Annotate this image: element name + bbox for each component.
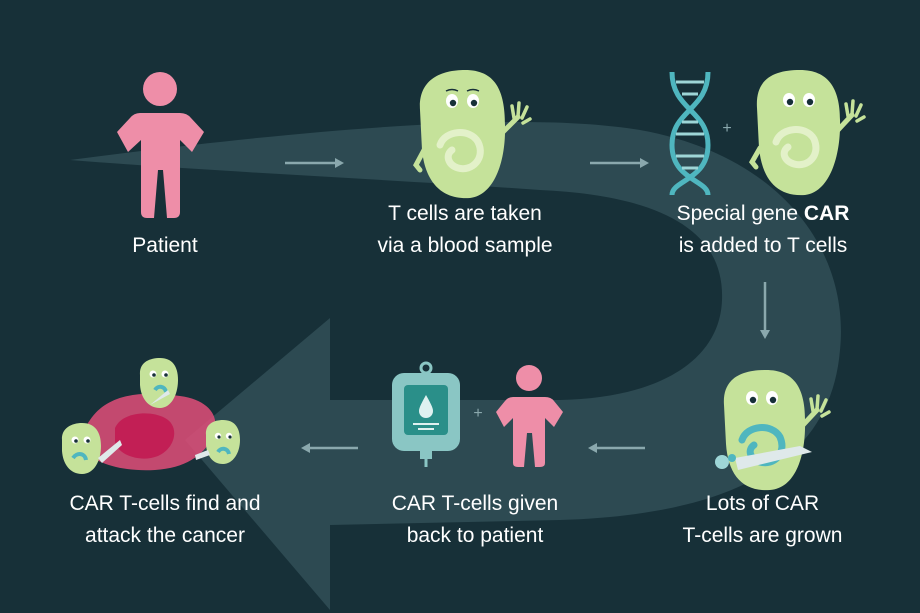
caption-attack-cancer: CAR T-cells find and attack the cancer xyxy=(40,488,290,552)
car-t-cell-icon xyxy=(715,370,831,491)
caption-line: is added to T cells xyxy=(678,234,848,257)
patient-icon-step5 xyxy=(496,365,563,467)
caption-cells-grown: Lots of CAR T-cells are grown xyxy=(655,488,870,552)
cancer-cell-icon xyxy=(61,358,240,474)
caption-line: T-cells are grown xyxy=(682,524,843,547)
loop-arrow xyxy=(70,121,841,610)
caption-line: back to patient xyxy=(406,524,544,547)
iv-bag-icon xyxy=(392,361,460,467)
t-cell-icon-step3 xyxy=(748,70,866,196)
dna-icon xyxy=(669,71,711,196)
arrow-left-2 xyxy=(301,443,358,453)
arrow-left-1 xyxy=(588,443,645,453)
caption-line: Lots of CAR xyxy=(705,492,820,515)
caption-line: via a blood sample xyxy=(377,234,553,257)
car-gene-label: CAR xyxy=(803,202,850,225)
caption-patient: Patient xyxy=(85,230,245,262)
t-cell-icon xyxy=(413,70,532,199)
caption-line: CAR T-cells find and xyxy=(69,492,261,515)
caption-t-cells-taken: T cells are taken via a blood sample xyxy=(345,198,585,262)
caption-line: attack the cancer xyxy=(85,524,245,547)
caption-line: T cells are taken xyxy=(388,202,542,225)
arrow-right-2 xyxy=(590,158,649,168)
plus-sign-1: + xyxy=(722,120,731,137)
step-arrows xyxy=(285,158,770,453)
caption-line: Special gene CAR xyxy=(648,198,878,230)
patient-icon xyxy=(117,72,204,218)
arrow-right-1 xyxy=(285,158,344,168)
caption-prefix: Special gene xyxy=(676,202,804,225)
caption-line: Patient xyxy=(132,234,198,257)
caption-cells-given-back: CAR T-cells given back to patient xyxy=(355,488,595,552)
arrow-down xyxy=(760,282,770,339)
caption-gene-added: Special gene CAR is added to T cells xyxy=(648,198,878,262)
caption-line: CAR T-cells given xyxy=(391,492,559,515)
plus-sign-2: + xyxy=(473,405,482,422)
